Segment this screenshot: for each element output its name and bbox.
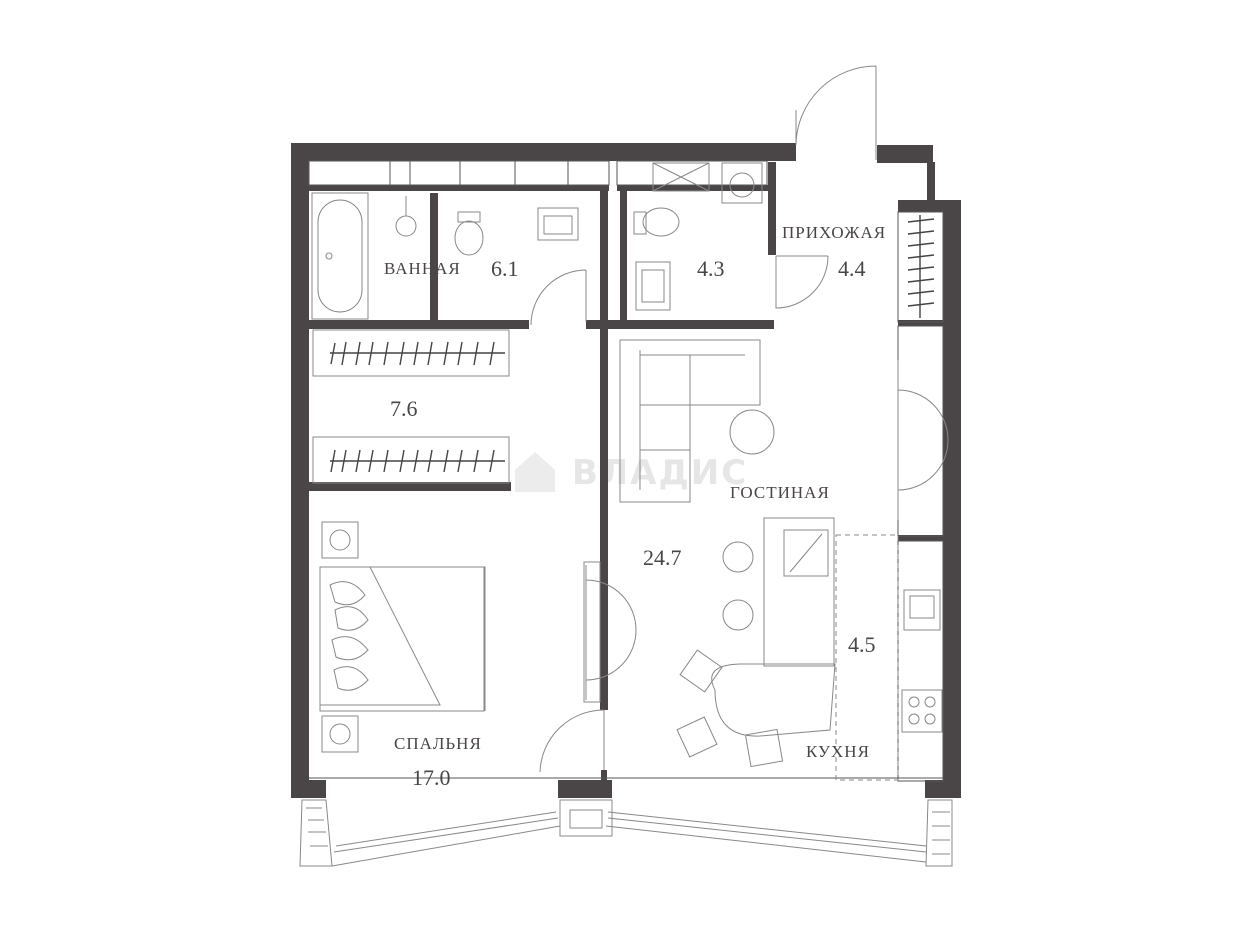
sink-2 — [635, 261, 671, 311]
watermark-text: ВЛАДИС — [572, 453, 748, 493]
room-name-bedroom: СПАЛЬНЯ — [394, 734, 482, 753]
windows — [299, 799, 953, 867]
room-area-closet: 7.6 — [390, 396, 418, 421]
toilet-2 — [633, 207, 680, 237]
room-labels: ВАННАЯ 6.1 4.3 ПРИХОЖАЯ 4.4 7.6 ГОСТИНАЯ… — [384, 223, 886, 790]
room-area-hallway: 4.4 — [838, 256, 866, 281]
kitchen-appliances — [901, 589, 943, 733]
room-name-living: ГОСТИНАЯ — [730, 483, 830, 502]
room-area-living: 24.7 — [643, 545, 682, 570]
shower — [395, 196, 417, 237]
tv-console — [583, 561, 601, 703]
coffee-table — [729, 409, 775, 455]
room-area-bedroom: 17.0 — [412, 765, 451, 790]
bathtub — [311, 192, 369, 320]
room-area-wc: 4.3 — [697, 256, 725, 281]
walls — [291, 143, 961, 798]
sofa — [619, 339, 761, 503]
nightstands — [321, 521, 359, 753]
room-name-hallway: ПРИХОЖАЯ — [782, 223, 886, 242]
dining-table — [676, 649, 836, 768]
washer — [652, 162, 710, 192]
room-area-kitchen: 4.5 — [848, 632, 876, 657]
bar-stools — [722, 541, 754, 631]
wardrobe-top — [312, 329, 510, 377]
watermark: ВЛАДИС — [515, 452, 748, 493]
wardrobe-bottom — [312, 436, 510, 484]
room-name-bathroom: ВАННАЯ — [384, 259, 461, 278]
house-icon — [515, 452, 555, 492]
room-name-kitchen: КУХНЯ — [806, 742, 870, 761]
doors — [530, 65, 949, 773]
room-area-bathroom: 6.1 — [491, 256, 519, 281]
toilet-1 — [454, 211, 484, 256]
wardrobe-hall — [907, 215, 935, 318]
kitchen-island — [763, 517, 899, 781]
sink-1 — [537, 207, 579, 241]
bed — [319, 566, 486, 712]
boiler — [721, 162, 763, 204]
